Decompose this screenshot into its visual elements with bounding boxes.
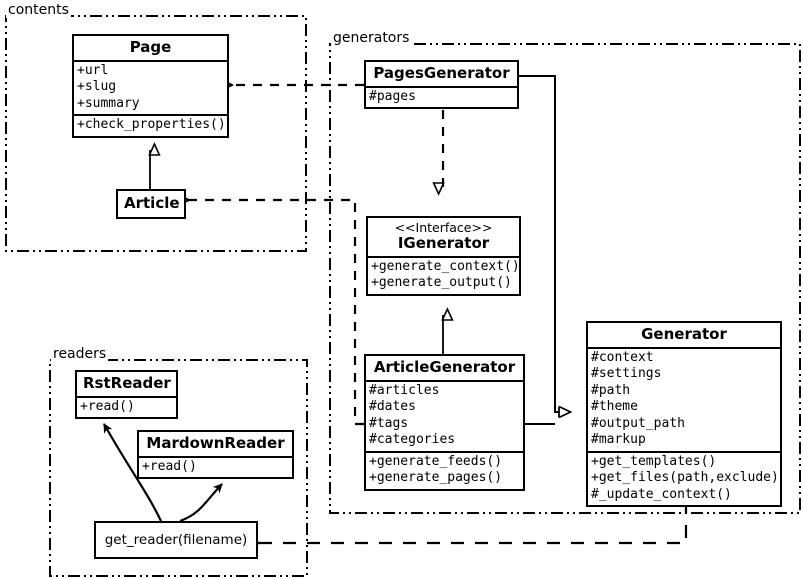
class-mardown-reader[interactable]: MardownReader +read() [137, 430, 294, 479]
class-article-title: Article [124, 194, 180, 212]
class-page[interactable]: Page +url +slug +summary +check_properti… [72, 34, 229, 138]
class-article[interactable]: Article [116, 189, 186, 219]
class-page-attributes: +url +slug +summary [74, 59, 227, 115]
attribute: #output_path [591, 415, 685, 431]
operation: +get_templates() [591, 453, 717, 469]
class-generator[interactable]: Generator #context #settings #path #them… [586, 321, 782, 507]
class-generator-attributes: #context #settings #path #theme #output_… [588, 346, 780, 451]
function-get-reader[interactable]: get_reader(filename) [94, 521, 258, 559]
class-igenerator-title: IGenerator [397, 234, 490, 253]
operation: #_update_context() [591, 486, 732, 502]
class-igenerator-operations: +generate_context() +generate_output() [368, 255, 520, 294]
class-article-generator[interactable]: ArticleGenerator #articles #dates #tags … [364, 354, 525, 491]
class-generator-operations: +get_templates() +get_files(path,exclude… [588, 450, 780, 506]
attribute: #settings [591, 366, 662, 381]
package-label-contents: contents [6, 2, 71, 18]
relationship-generators-aggregate-generator [519, 75, 571, 425]
attribute: #markup [591, 432, 646, 447]
attribute: #path [591, 382, 631, 398]
class-pages-generator[interactable]: PagesGenerator #pages [364, 60, 519, 109]
operation: +get_files(path,exclude) [591, 470, 779, 485]
relationship-get-reader-creates-mardownreader [179, 483, 223, 523]
function-get-reader-label: get_reader(filename) [104, 532, 248, 548]
operation: +check_properties() [77, 117, 226, 132]
class-igenerator[interactable]: <<Interface>> IGenerator +generate_conte… [366, 216, 521, 296]
operation: +generate_feeds() [369, 453, 503, 469]
operation: +read() [80, 398, 135, 414]
class-article-generator-operations: +generate_feeds() +generate_pages() [366, 450, 523, 489]
package-label-generators: generators [331, 30, 412, 46]
class-page-title: Page [129, 38, 172, 56]
class-rst-reader-operations: +read() [77, 395, 176, 418]
attribute: +summary [77, 95, 140, 111]
attribute: #tags [369, 415, 409, 431]
attribute: #context [591, 349, 654, 365]
class-igenerator-stereotype: <<Interface>> [394, 220, 493, 235]
attribute: #dates [369, 399, 416, 414]
operation: +read() [142, 458, 197, 474]
class-generator-title: Generator [641, 325, 727, 343]
attribute: +slug [77, 79, 117, 94]
class-mardown-reader-title: MardownReader [146, 434, 285, 452]
attribute: #pages [369, 88, 416, 104]
class-pages-generator-attributes: #pages [366, 85, 517, 108]
class-page-operations: +check_properties() [74, 114, 227, 136]
package-label-readers: readers [51, 346, 109, 362]
attribute: #categories [369, 432, 456, 447]
attribute: #articles [369, 382, 440, 398]
relationship-articlegenerator-depends-article [189, 200, 364, 426]
relationship-generator-depends-get-reader [259, 501, 688, 543]
class-rst-reader[interactable]: RstReader +read() [75, 370, 178, 419]
attribute: +url [77, 62, 109, 78]
class-pages-generator-title: PagesGenerator [373, 64, 510, 82]
operation: +generate_pages() [369, 470, 503, 485]
attribute: #theme [591, 399, 638, 414]
class-mardown-reader-operations: +read() [139, 455, 292, 478]
class-article-generator-title: ArticleGenerator [373, 358, 516, 376]
operation: +generate_output() [371, 275, 512, 291]
class-article-generator-attributes: #articles #dates #tags #categories [366, 379, 523, 451]
class-rst-reader-title: RstReader [83, 374, 171, 392]
operation: +generate_context() [371, 258, 520, 274]
